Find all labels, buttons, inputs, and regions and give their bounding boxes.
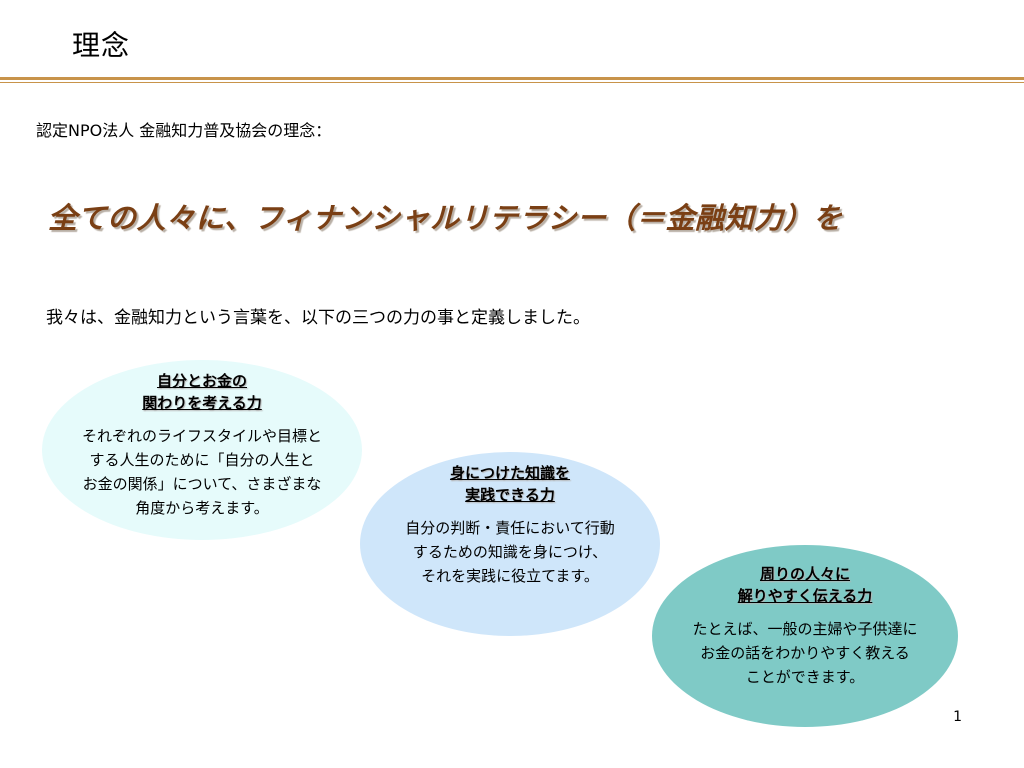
slogan: 全ての人々に、フィナンシャルリテラシー（＝金融知力）を bbox=[48, 201, 843, 235]
power-1-description-line: お金の関係」について、さまざまな bbox=[82, 475, 322, 493]
power-2-description-line: するための知識を身につけ、 bbox=[412, 543, 608, 561]
power-2-description-line: それを実践に役立てます。 bbox=[421, 567, 599, 585]
power-3-heading-line: 解りやすく伝える力 bbox=[737, 587, 873, 605]
power-2-heading-line: 実践できる力 bbox=[465, 486, 555, 504]
power-1-heading-line: 自分とお金の bbox=[156, 372, 247, 390]
definition-text: 我々は、金融知力という言葉を、以下の三つの力の事と定義しました。 bbox=[46, 308, 590, 328]
power-ellipse-3: 周りの人々に 解りやすく伝える力 たとえば、一般の主婦や子供達に お金の話をわか… bbox=[652, 545, 958, 727]
power-3-description: たとえば、一般の主婦や子供達に お金の話をわかりやすく教える ことができます。 bbox=[652, 617, 958, 689]
power-1-description-line: する人生のために「自分の人生と bbox=[89, 451, 315, 469]
power-2-heading: 身につけた知識を 実践できる力 bbox=[360, 462, 660, 506]
power-ellipse-2: 身につけた知識を 実践できる力 自分の判断・責任において行動 するための知識を身… bbox=[360, 452, 660, 636]
power-ellipse-2-content: 身につけた知識を 実践できる力 自分の判断・責任において行動 するための知識を身… bbox=[360, 462, 660, 588]
page-number: 1 bbox=[953, 709, 962, 725]
title-underline-thin bbox=[0, 82, 1024, 83]
title-underline bbox=[0, 77, 1024, 80]
power-3-description-line: たとえば、一般の主婦や子供達に bbox=[692, 620, 918, 638]
power-2-description: 自分の判断・責任において行動 するための知識を身につけ、 それを実践に役立てます… bbox=[360, 516, 660, 588]
power-3-heading-line: 周りの人々に bbox=[759, 565, 850, 583]
power-3-description-line: お金の話をわかりやすく教える bbox=[700, 644, 910, 662]
organization-philosophy-label: 認定NPO法人 金融知力普及協会の理念： bbox=[36, 121, 332, 140]
power-2-description-line: 自分の判断・責任において行動 bbox=[405, 519, 615, 537]
power-1-description: それぞれのライフスタイルや目標と する人生のために「自分の人生と お金の関係」に… bbox=[42, 424, 362, 520]
power-ellipse-1: 自分とお金の 関わりを考える力 それぞれのライフスタイルや目標と する人生のため… bbox=[42, 360, 362, 540]
power-3-description-line: ことができます。 bbox=[745, 668, 865, 686]
power-1-description-line: それぞれのライフスタイルや目標と bbox=[81, 427, 322, 445]
power-2-heading-line: 身につけた知識を bbox=[449, 464, 570, 482]
power-1-description-line: 角度から考えます。 bbox=[135, 499, 269, 517]
power-ellipse-3-content: 周りの人々に 解りやすく伝える力 たとえば、一般の主婦や子供達に お金の話をわか… bbox=[652, 563, 958, 689]
power-1-heading: 自分とお金の 関わりを考える力 bbox=[42, 370, 362, 414]
slide-title: 理念 bbox=[72, 29, 131, 62]
power-1-heading-line: 関わりを考える力 bbox=[142, 394, 262, 412]
power-ellipse-1-content: 自分とお金の 関わりを考える力 それぞれのライフスタイルや目標と する人生のため… bbox=[42, 370, 362, 520]
power-3-heading: 周りの人々に 解りやすく伝える力 bbox=[652, 563, 958, 607]
